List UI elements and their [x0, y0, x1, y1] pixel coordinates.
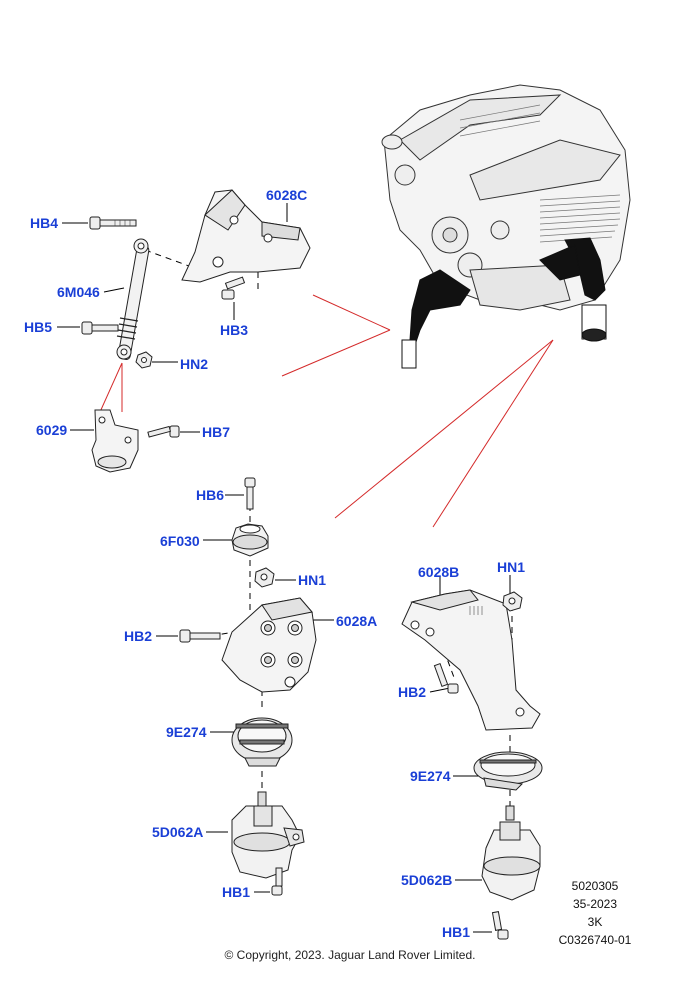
bracket-6028C	[181, 189, 311, 283]
label-hb6: HB6	[196, 487, 225, 503]
bolt-HB1-left	[271, 867, 283, 896]
bolt-HB1-right	[491, 911, 509, 940]
label-6028b: 6028B	[418, 564, 460, 580]
label-hb1-right: HB1	[442, 924, 471, 940]
bracket-6028A	[221, 597, 317, 693]
callout-lines	[99, 294, 554, 528]
heat-shield-9E274-left	[231, 717, 293, 767]
bolt-HB3	[221, 276, 246, 300]
reference-line-1: 5020305	[571, 879, 619, 893]
label-hb7: HB7	[202, 424, 231, 440]
torque-rod-6M046	[116, 238, 150, 360]
label-5d062a: 5D062A	[152, 824, 204, 840]
bolt-HB5	[81, 321, 119, 335]
reference-line-2: 35-2023	[572, 897, 618, 911]
label-hb2-right: HB2	[398, 684, 427, 700]
label-hb5: HB5	[24, 319, 53, 335]
reference-line-4: C0326740-01	[558, 933, 632, 947]
nut-HN1-right	[502, 591, 523, 612]
label-6029: 6029	[36, 422, 68, 438]
bolt-HB6	[244, 477, 256, 510]
label-6f030: 6F030	[160, 533, 200, 549]
bolt-HB2-left	[179, 629, 221, 643]
bump-stop-6F030	[231, 523, 269, 557]
bolt-HB7	[147, 425, 180, 438]
label-hb1-left: HB1	[222, 884, 251, 900]
label-9e274-left: 9E274	[166, 724, 207, 740]
label-6028a: 6028A	[336, 613, 378, 629]
label-hn1-left: HN1	[298, 572, 327, 588]
bolt-HB4	[89, 216, 137, 230]
engine-mount-brackets-installed	[401, 237, 607, 369]
label-hn1-right: HN1	[497, 559, 526, 575]
bolt-HB2-right	[433, 662, 459, 694]
label-6m046: 6M046	[57, 284, 100, 300]
nut-HN2	[135, 351, 153, 369]
label-hb2-left: HB2	[124, 628, 153, 644]
heat-shield-9E274-right	[473, 751, 543, 791]
mount-5D062A	[231, 791, 305, 879]
bracket-6029	[91, 409, 139, 473]
label-5d062b: 5D062B	[401, 872, 453, 888]
leader-lines	[57, 203, 511, 933]
mount-5D062B	[481, 805, 541, 901]
nut-HN1-left	[254, 567, 275, 588]
label-hn2: HN2	[180, 356, 209, 372]
bracket-6028B	[401, 589, 541, 731]
reference-line-3: 3K	[587, 915, 603, 929]
label-9e274-right: 9E274	[410, 768, 451, 784]
label-hb4: HB4	[30, 215, 59, 231]
copyright-notice: © Copyright, 2023. Jaguar Land Rover Lim…	[224, 948, 476, 962]
label-6028c: 6028C	[266, 187, 308, 203]
label-hb3: HB3	[220, 322, 249, 338]
